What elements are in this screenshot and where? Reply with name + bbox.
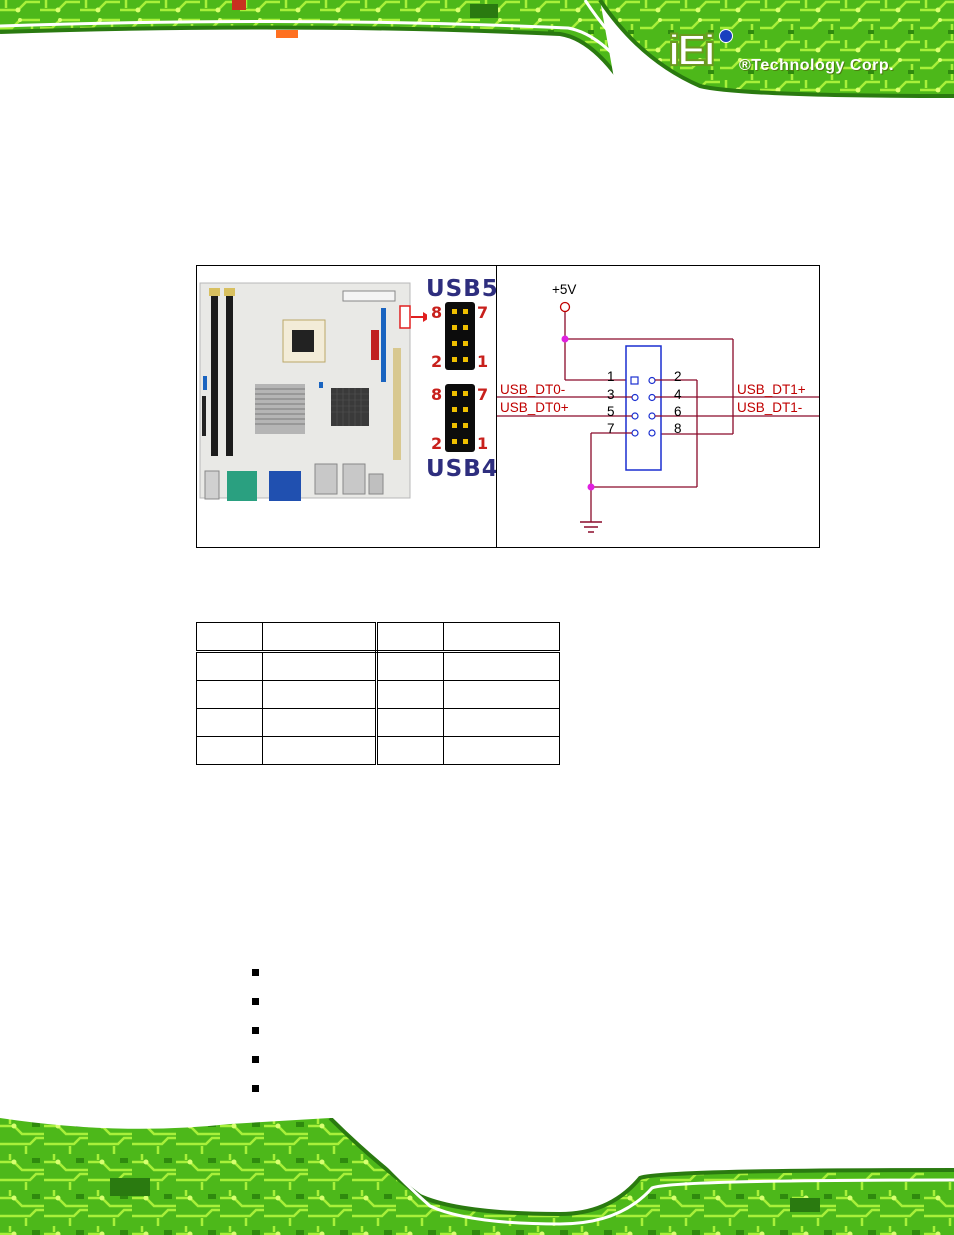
schematic-pin-8: 8 <box>674 421 682 436</box>
schematic-pin-4: 4 <box>674 387 682 402</box>
usb-connector-figure: USB5 8 7 2 1 8 7 2 1 USB4 <box>196 265 820 548</box>
signal-usb-dt0-minus: USB_DT0- <box>500 382 565 397</box>
schematic-pin-1: 1 <box>607 369 615 384</box>
logo-dot-icon <box>719 29 733 43</box>
power-label: +5V <box>552 282 576 297</box>
header-circuit-graphic <box>0 0 954 112</box>
table-cell <box>196 680 263 709</box>
schematic-pin-3: 3 <box>607 387 615 402</box>
table-cell <box>262 680 378 709</box>
company-name: ®Technology Corp. <box>739 57 895 74</box>
bullet-icon <box>252 969 259 976</box>
signal-usb-dt1-minus: USB_DT1- <box>737 400 802 415</box>
table-cell <box>376 736 444 765</box>
usb4-pin-8: 8 <box>431 385 443 404</box>
table-row <box>196 708 560 737</box>
table-cell <box>262 622 378 653</box>
usb5-pin-7: 7 <box>477 303 489 322</box>
list-item <box>252 1080 752 1109</box>
list-item <box>252 993 752 1022</box>
usb4-pin-1: 1 <box>477 434 489 453</box>
footer-circuit-graphic <box>0 1118 954 1235</box>
table-cell <box>376 708 444 737</box>
table-cell <box>196 708 263 737</box>
footer-banner <box>0 1118 954 1235</box>
table-cell <box>443 622 560 653</box>
motherboard-illustration <box>197 266 431 547</box>
usb5-pin-8: 8 <box>431 303 443 322</box>
schematic-pin-5: 5 <box>607 404 615 419</box>
schematic-pin-7: 7 <box>607 421 615 436</box>
bullet-icon <box>252 998 259 1005</box>
table-header-row <box>196 622 560 653</box>
list-item <box>252 1051 752 1080</box>
signal-usb-dt0-plus: USB_DT0+ <box>500 400 569 415</box>
table-cell <box>262 708 378 737</box>
schematic-pin-2: 2 <box>674 369 682 384</box>
list-item <box>252 1022 752 1051</box>
bullet-icon <box>252 1056 259 1063</box>
bullet-icon <box>252 1085 259 1092</box>
usb4-pin-7: 7 <box>477 385 489 404</box>
signal-usb-dt1-plus: USB_DT1+ <box>737 382 806 397</box>
usb4-pin-2: 2 <box>431 434 443 453</box>
schematic-wiring: +5V 1 3 5 7 2 4 6 8 USB_DT0- USB_DT0+ US… <box>497 282 819 533</box>
usb5-label: USB5 <box>426 276 499 302</box>
iei-logo: iEi ®Technology Corp. <box>667 26 928 79</box>
table-cell <box>196 651 263 681</box>
table-cell <box>262 651 378 681</box>
table-cell <box>443 708 560 737</box>
list-item <box>252 964 752 993</box>
table-row <box>196 651 560 681</box>
usb4-header-graphic <box>445 384 475 452</box>
usb5-pin-1: 1 <box>477 352 489 371</box>
table-cell <box>196 736 263 765</box>
header-banner: iEi ®Technology Corp. <box>0 0 954 112</box>
pinout-table <box>196 622 560 765</box>
usb4-label: USB4 <box>426 456 499 482</box>
table-cell <box>262 736 378 765</box>
usb5-header-graphic <box>445 302 475 370</box>
table-row <box>196 736 560 765</box>
table-row <box>196 680 560 709</box>
table-cell <box>196 622 263 653</box>
table-cell <box>376 622 444 653</box>
figure-divider <box>496 266 497 547</box>
usb-schematic: +5V 1 3 5 7 2 4 6 8 USB_DT0- USB_DT0+ US… <box>497 266 819 547</box>
usb5-pin-2: 2 <box>431 352 443 371</box>
table-cell <box>376 680 444 709</box>
bullet-icon <box>252 1027 259 1034</box>
table-cell <box>443 680 560 709</box>
logo-mark: iEi <box>667 26 717 76</box>
motherboard-graphic <box>199 282 431 501</box>
table-cell <box>443 736 560 765</box>
bullet-list <box>252 964 752 1109</box>
table-cell <box>443 651 560 681</box>
table-cell <box>376 651 444 681</box>
schematic-pin-6: 6 <box>674 404 682 419</box>
